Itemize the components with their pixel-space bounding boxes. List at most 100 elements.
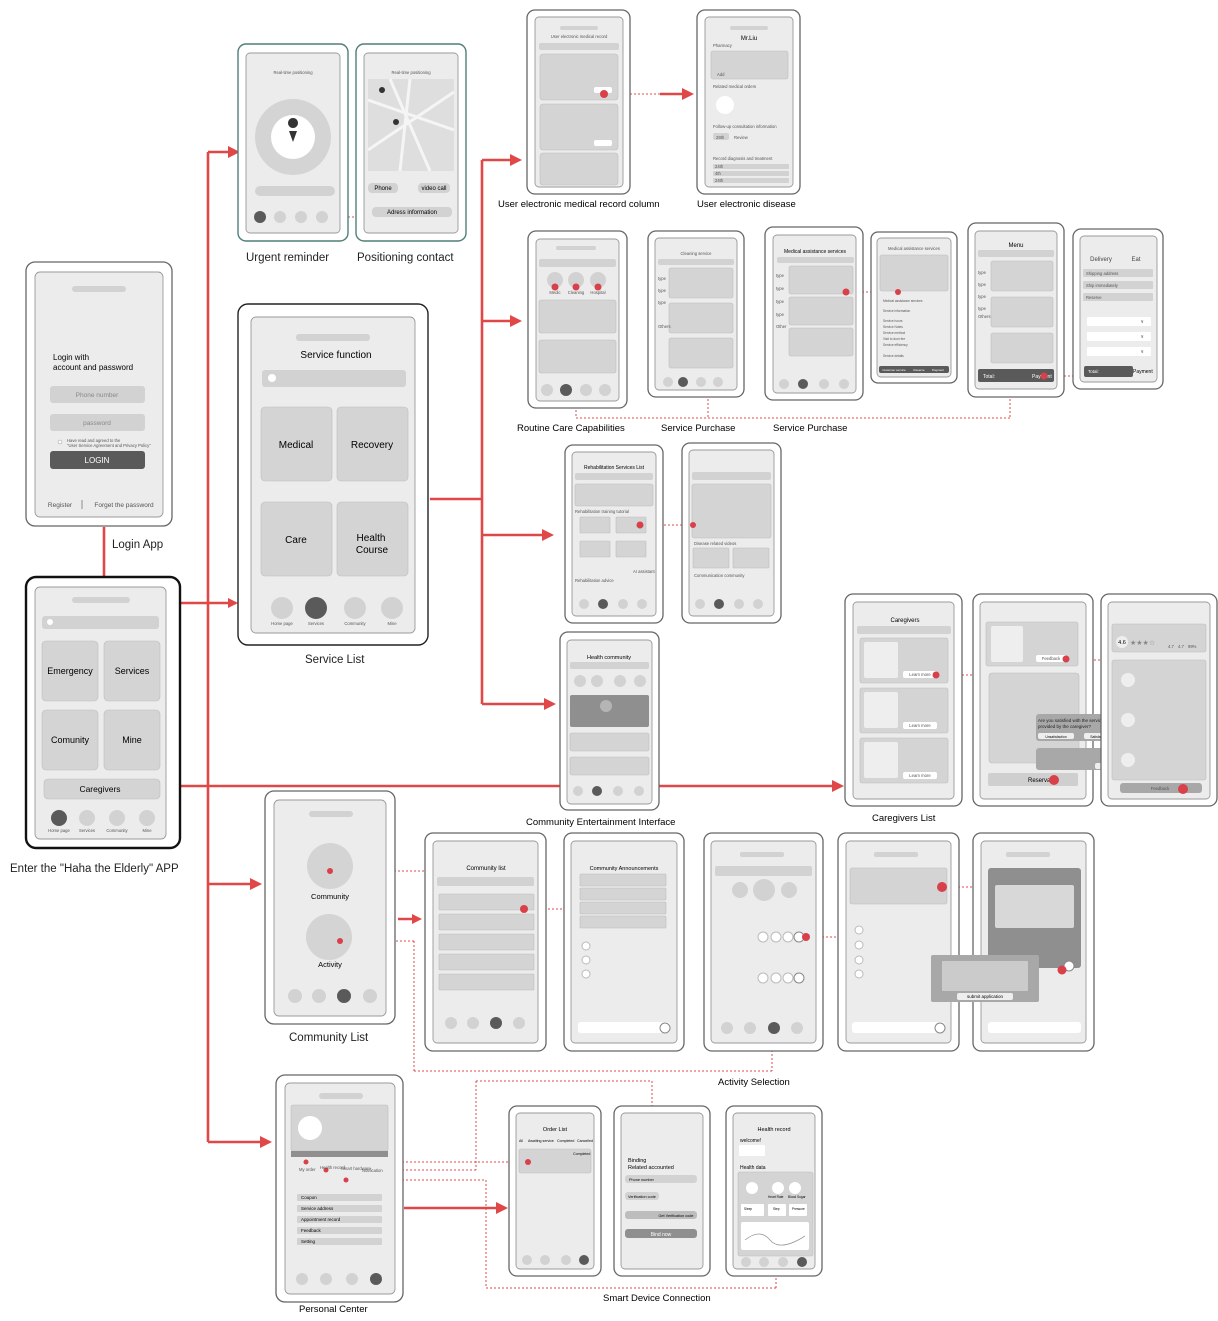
feedback-item[interactable]: Feedback: [301, 1228, 322, 1233]
login-button[interactable]: [50, 451, 145, 469]
mine-tile[interactable]: [103, 709, 161, 771]
customer-service-button[interactable]: Customer service: [882, 368, 906, 372]
ai-assistant[interactable]: AI assistant: [633, 569, 655, 574]
login-title-line1: Login with: [53, 353, 89, 362]
positioning-header: Real-time positioning: [391, 70, 431, 75]
reservate-button[interactable]: Reservate: [1028, 778, 1056, 784]
community-list-screen: Community Activity Community List: [264, 790, 396, 1044]
binding-phone-field[interactable]: Phone number: [629, 1178, 655, 1182]
satisfaction-question-2: provided by the caregiver?: [1038, 724, 1092, 729]
payment-button[interactable]: Payment: [932, 368, 944, 372]
nav-community[interactable]: [109, 810, 125, 826]
forget-password-link[interactable]: Forget the password: [94, 502, 154, 509]
reserve-button[interactable]: Reserve: [913, 368, 925, 372]
order-list-screen: Order List All Awaiting service Complete…: [508, 1105, 602, 1277]
eat-tab[interactable]: Eat: [1131, 257, 1140, 263]
shipping-address[interactable]: Shipping address: [1086, 271, 1118, 276]
notification-menu[interactable]: Notification: [362, 1168, 383, 1173]
pharmacy-add[interactable]: Add: [717, 72, 725, 77]
nav-home[interactable]: [51, 810, 67, 826]
register-link[interactable]: Register: [48, 502, 73, 509]
delivery-tab[interactable]: Delivery: [1090, 257, 1112, 263]
community-option[interactable]: Community: [311, 892, 349, 901]
health-record-menu[interactable]: Health record: [320, 1165, 346, 1170]
emergency-tile[interactable]: [41, 640, 99, 702]
routine-cleaning[interactable]: Cleaning: [568, 290, 585, 295]
learn-more-1[interactable]: Learn more: [909, 672, 931, 677]
community-list-title: Community list: [466, 866, 506, 872]
order-tab-cancelled[interactable]: Cancelled: [577, 1139, 593, 1143]
caption-routine: Routine Care Capabilities: [517, 423, 625, 434]
service-nav-home[interactable]: Home page: [271, 621, 293, 626]
login-button-label: LOGIN: [85, 456, 110, 465]
learn-more-3[interactable]: Learn more: [909, 773, 931, 778]
detail-line-1: Medical assistance services: [883, 299, 923, 303]
medical-tile[interactable]: [260, 406, 333, 482]
address-info-button[interactable]: [372, 207, 452, 217]
detail-line-4: Service Notes: [883, 325, 903, 329]
recovery-tile[interactable]: [336, 406, 409, 482]
rehab-title: Rehabilitation Services List: [584, 465, 645, 471]
delivery-payment[interactable]: Payment: [1133, 369, 1153, 375]
add-icon[interactable]: [659, 1022, 671, 1034]
smart-hardware-menu[interactable]: Smart hardware: [341, 1166, 371, 1171]
caregivers-title: Caregivers: [890, 618, 919, 624]
satisfied-button[interactable]: Satisfaction: [1090, 735, 1108, 739]
agreement-checkbox[interactable]: [57, 439, 63, 445]
add-order-icon[interactable]: [716, 96, 734, 114]
service-address-item[interactable]: Service address: [301, 1206, 334, 1211]
blood-sugar-label: Blood Sugar: [788, 1195, 806, 1199]
service-nav-community[interactable]: Community: [344, 621, 366, 626]
medical-label: Medical: [279, 440, 313, 451]
setting-item[interactable]: Setting: [301, 1239, 316, 1244]
binding-verification-field[interactable]: Verification code: [628, 1195, 656, 1199]
care-tile[interactable]: [260, 501, 333, 577]
unsatisfied-button[interactable]: Unsatisfaction: [1045, 735, 1066, 739]
services-tile[interactable]: [103, 640, 161, 702]
phone-number-field[interactable]: [50, 386, 145, 403]
urgent-reminder-screen: Real-time positioning Urgent reminder: [237, 43, 349, 264]
caregivers-button[interactable]: [43, 778, 161, 800]
phone-button[interactable]: [368, 183, 398, 193]
nav-services[interactable]: [79, 810, 95, 826]
appointment-record-item[interactable]: Appointment record: [301, 1217, 341, 1222]
community-tile[interactable]: [41, 709, 99, 771]
get-code-button[interactable]: Get Verification code: [658, 1214, 693, 1218]
add-icon[interactable]: [934, 1022, 946, 1034]
password-field[interactable]: [50, 414, 145, 431]
routine-medic[interactable]: Medic: [549, 290, 560, 295]
video-call-button[interactable]: [418, 183, 450, 193]
delivery-reserve[interactable]: Reserve: [1086, 295, 1102, 300]
activity-option[interactable]: Activity: [318, 960, 342, 969]
my-order[interactable]: My order: [299, 1167, 316, 1172]
price-3: ¥: [1141, 349, 1144, 354]
order-tab-completed[interactable]: Completed: [557, 1139, 574, 1143]
health-course-tile[interactable]: [336, 501, 409, 577]
bind-now-button[interactable]: Bind now: [651, 1232, 672, 1238]
avatar[interactable]: [298, 1116, 322, 1140]
routine-hospital[interactable]: Hospital: [590, 290, 605, 295]
service-nav-mine[interactable]: Mine: [387, 621, 397, 626]
order-tab-awaiting[interactable]: Awaiting service: [528, 1139, 554, 1143]
add-icon[interactable]: [793, 972, 805, 984]
coupon-item[interactable]: Coupon: [301, 1195, 317, 1200]
service-search-bar[interactable]: [262, 370, 406, 387]
record-row-2: 4th: [715, 171, 721, 176]
password-placeholder: password: [83, 420, 111, 427]
service-nav-services[interactable]: Services: [308, 621, 324, 626]
learn-more-2[interactable]: Learn more: [909, 723, 931, 728]
feedback-button[interactable]: Feedback: [1042, 656, 1061, 661]
star-icon: ★★★☆: [1130, 639, 1155, 647]
order-tab-all[interactable]: All: [519, 1139, 523, 1143]
home-search-bar[interactable]: [42, 616, 159, 629]
communication-community: Communication community: [694, 573, 745, 578]
binding-screen: Binding Related accounted Phone number V…: [603, 1105, 711, 1304]
nav-mine[interactable]: [139, 810, 155, 826]
feedback-bottom-button[interactable]: Feedback: [1151, 786, 1170, 791]
home-screen: Emergency Services Comunity Mine Caregiv…: [10, 575, 182, 875]
submit-application-button[interactable]: submit application: [967, 994, 1004, 999]
record-label: Record diagnosis and treatment: [713, 156, 773, 161]
map-pin-icon: [393, 119, 399, 125]
announcements-title: Community Announcements: [590, 866, 659, 872]
ship-immediately[interactable]: Ship immediately: [1086, 283, 1119, 288]
